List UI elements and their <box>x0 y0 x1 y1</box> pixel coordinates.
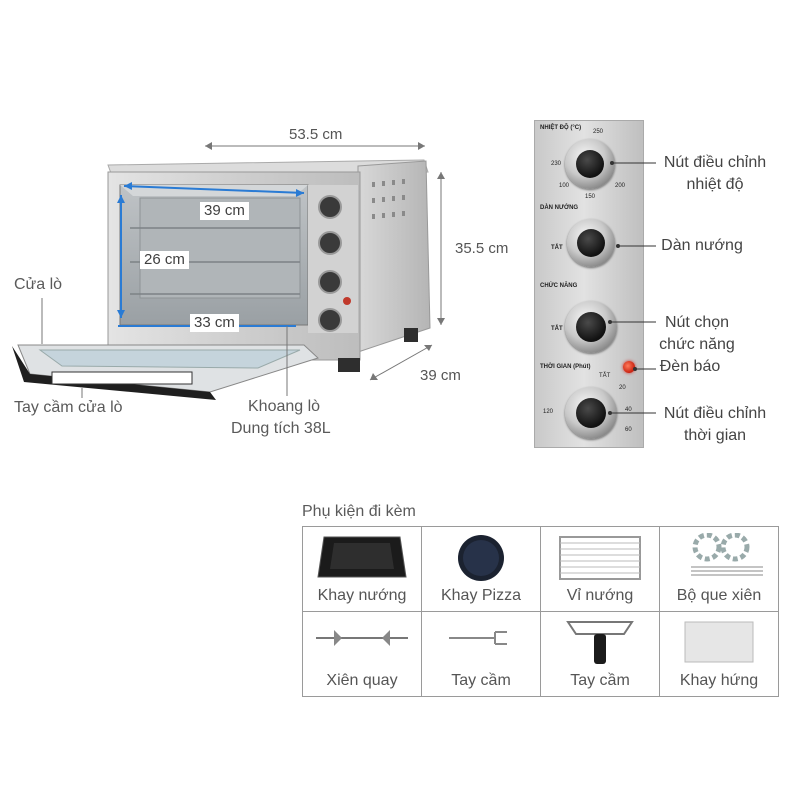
temp-knob-label-line1: Nút điều chỉnh <box>663 154 767 171</box>
timer-knob-label-line2: thời gian <box>683 427 747 444</box>
control-leader-lines <box>608 161 656 415</box>
door-handle-label: Tay cầm cửa lò <box>14 399 123 416</box>
drip-tray-icon <box>684 621 754 663</box>
rack-handle-icon <box>449 631 507 645</box>
rotisserie-icon <box>316 630 408 646</box>
door-label: Cửa lò <box>14 276 63 293</box>
accessories-table: Khay nướng Khay Pizza Vỉ nướng Bộ que xi… <box>302 526 779 697</box>
accessory-handle-2: Tay cầm <box>540 611 660 697</box>
function-knob-label: Nút chọn chức năng <box>652 312 742 356</box>
temp-mark-230: 230 <box>551 161 562 167</box>
temp-mark-100: 100 <box>559 183 570 189</box>
pizza-tray-icon <box>458 535 504 581</box>
accessory-drip-tray: Khay hứng <box>659 611 779 697</box>
temp-knob-label-line2: nhiệt độ <box>686 176 744 193</box>
temp-mark-150: 150 <box>585 194 596 200</box>
accessory-skewer-set: Bộ que xiên <box>659 526 779 612</box>
grill-title: DÀN NƯỚNG <box>540 205 579 211</box>
accessory-label: Khay Pizza <box>440 587 522 604</box>
accessory-label: Vỉ nướng <box>566 587 634 604</box>
grill-label: Dàn nướng <box>661 237 743 254</box>
accessory-label: Tay cầm <box>570 672 630 689</box>
inner-width: 39 cm <box>200 202 249 220</box>
accessory-handle-1: Tay cầm <box>421 611 541 697</box>
control-panel: NHIỆT ĐỘ (°C) 230 100 150 200 250 DÀN NƯ… <box>534 120 644 448</box>
timer-mark-20: 20 <box>619 385 626 391</box>
timer-mark-60: 60 <box>625 427 632 433</box>
cavity-label-line2: Dung tích 38L <box>231 420 331 437</box>
accessory-label: Tay cầm <box>451 672 511 689</box>
grill-off-mark: TẮT <box>551 245 563 251</box>
timer-knob-label: Nút điều chỉnh thời gian <box>655 403 775 447</box>
accessory-baking-tray: Khay nướng <box>302 526 422 612</box>
temp-knob[interactable] <box>565 139 615 189</box>
accessory-label: Khay nướng <box>317 587 407 604</box>
function-title: CHỨC NĂNG <box>540 283 578 289</box>
oven-depth: 39 cm <box>420 367 461 384</box>
accessory-wire-rack: Vỉ nướng <box>540 526 660 612</box>
indicator-light <box>623 361 635 373</box>
timer-mark-off: TẮT <box>599 373 611 379</box>
oven-height: 35.5 cm <box>455 240 509 257</box>
wire-rack-icon <box>559 536 641 580</box>
timer-mark-40: 40 <box>625 407 632 413</box>
timer-title: THỜI GIAN (Phút) <box>540 364 591 370</box>
function-off-mark: TẮT <box>551 326 563 332</box>
cavity-label-line1: Khoang lò <box>248 398 321 415</box>
temp-title: NHIỆT ĐỘ (°C) <box>540 125 582 131</box>
timer-knob-label-line1: Nút điều chỉnh <box>663 405 767 422</box>
oven-width: 53.5 cm <box>289 126 343 143</box>
accessories-title: Phụ kiện đi kèm <box>302 503 416 520</box>
inner-depth: 33 cm <box>190 314 239 332</box>
function-knob-label-line1: Nút chọn <box>664 314 730 331</box>
accessory-label: Bộ que xiên <box>676 587 762 604</box>
accessory-label: Khay hứng <box>679 672 759 689</box>
accessory-pizza-tray: Khay Pizza <box>421 526 541 612</box>
accessory-rotisserie: Xiên quay <box>302 611 422 697</box>
inner-height: 26 cm <box>140 251 189 269</box>
timer-knob[interactable] <box>565 387 617 439</box>
skewer-set-icon <box>691 533 763 576</box>
temp-knob-label: Nút điều chỉnh nhiệt độ <box>655 152 775 196</box>
indicator-label: Đèn báo <box>659 358 721 375</box>
tray-handle-icon <box>566 621 634 664</box>
timer-mark-120: 120 <box>543 409 554 415</box>
grill-knob[interactable] <box>567 219 615 267</box>
baking-tray-icon <box>317 536 407 578</box>
temp-mark-200: 200 <box>615 183 626 189</box>
function-knob-label-line2: chức năng <box>659 336 735 353</box>
temp-mark-250: 250 <box>593 129 604 135</box>
accessory-label: Xiên quay <box>326 672 398 689</box>
function-knob[interactable] <box>565 301 617 353</box>
